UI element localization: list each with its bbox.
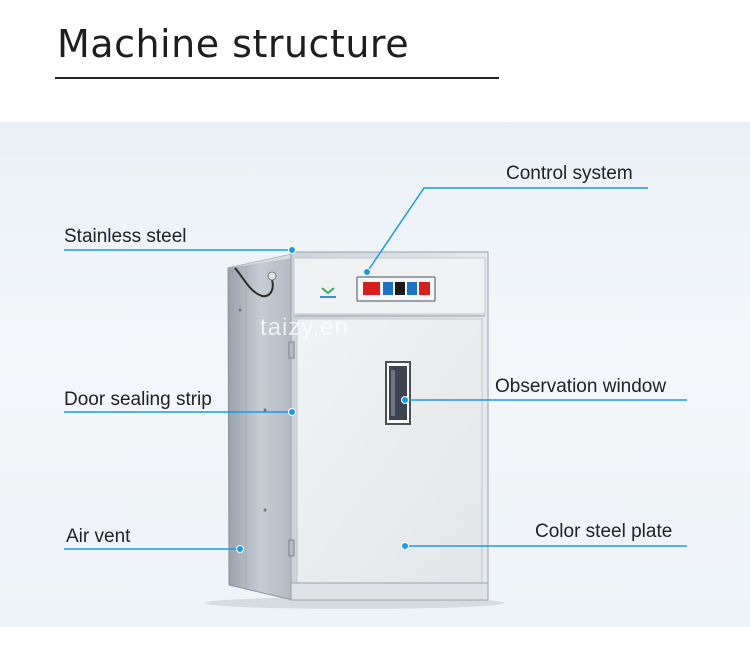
label-observation-window: Observation window bbox=[495, 376, 667, 397]
observation-window-dot bbox=[401, 396, 409, 404]
label-control-system: Control system bbox=[506, 163, 633, 184]
side-fitting bbox=[267, 271, 277, 281]
stainless-steel-dot bbox=[288, 246, 296, 254]
hinge-top bbox=[288, 341, 295, 359]
callout-lines bbox=[64, 187, 687, 550]
label-stainless-steel: Stainless steel bbox=[64, 226, 187, 247]
door-sealing-strip-dot bbox=[288, 408, 296, 416]
title-underline bbox=[55, 77, 499, 79]
cabinet-base bbox=[290, 582, 489, 601]
page-title: Machine structure bbox=[57, 22, 410, 66]
callout-dots bbox=[236, 246, 409, 553]
label-color-steel-plate: Color steel plate bbox=[535, 521, 673, 542]
logo-mark bbox=[321, 287, 335, 295]
watermark: taizy.en bbox=[260, 314, 349, 341]
label-door-sealing-strip: Door sealing strip bbox=[64, 389, 212, 410]
door-panel bbox=[296, 318, 483, 584]
control-system-pointer bbox=[366, 187, 648, 273]
control-panel-housing bbox=[293, 257, 486, 315]
side-cable bbox=[234, 267, 274, 298]
label-air-vent: Air vent bbox=[66, 526, 131, 547]
hinge-bottom bbox=[288, 539, 295, 557]
bottom-band bbox=[0, 627, 750, 655]
control-system-dot bbox=[363, 268, 371, 276]
color-steel-plate-dot bbox=[401, 542, 409, 550]
air-vent-dot bbox=[236, 545, 244, 553]
